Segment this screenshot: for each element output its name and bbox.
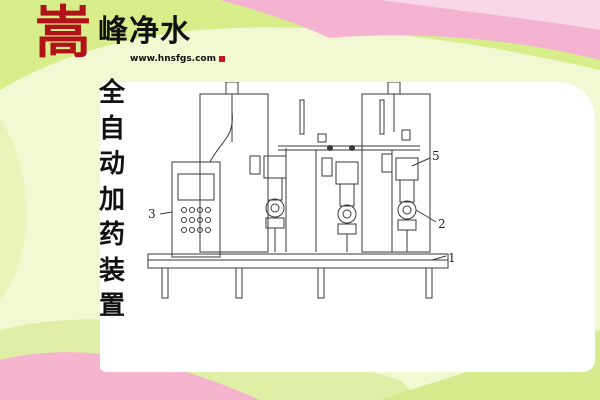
content-panel — [100, 82, 595, 372]
pump-assembly-2 — [321, 157, 359, 252]
vertical-title: 全 自 动 加 药 装 置 — [92, 76, 132, 325]
manifold-pipe — [278, 129, 420, 151]
brand-url: www.hnsfgs.com — [130, 54, 225, 64]
brand-url-text: www.hnsfgs.com — [130, 54, 216, 64]
brand-logo: 嵩 峰净水 www.hnsfgs.com — [30, 0, 250, 70]
title-char: 置 — [98, 291, 125, 321]
base-frame — [147, 253, 449, 299]
title-char: 药 — [98, 220, 125, 250]
logo-seal: 嵩 — [35, 0, 91, 66]
title-char: 装 — [98, 255, 125, 286]
callout-leaders — [159, 157, 447, 261]
dosing-unit-diagram: 3 5 2 1 — [147, 82, 456, 299]
level-gauges — [299, 99, 385, 135]
title-char: 全 — [98, 78, 125, 108]
pump-assembly-1 — [249, 155, 287, 252]
callout-label-5: 5 — [432, 149, 440, 163]
title-char: 加 — [98, 184, 125, 215]
control-buttons — [181, 207, 211, 233]
pump-assembly-3 — [381, 153, 419, 252]
red-square-icon — [219, 55, 225, 62]
title-char: 动 — [98, 149, 125, 179]
connecting-pipes — [285, 148, 393, 252]
title-char: 自 — [98, 113, 125, 144]
tank-left — [199, 82, 269, 253]
callout-label-1: 1 — [448, 251, 456, 265]
callout-label-3: 3 — [148, 207, 156, 221]
control-cabinet — [171, 111, 233, 258]
callout-label-2: 2 — [438, 217, 446, 231]
brand-name: 峰净水 — [98, 14, 191, 49]
